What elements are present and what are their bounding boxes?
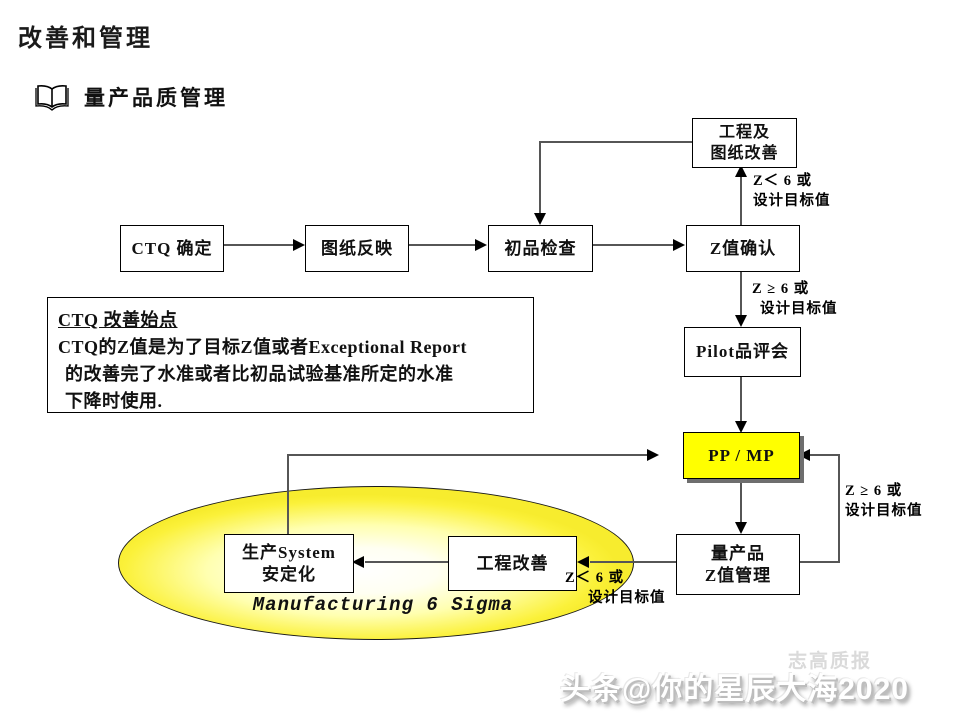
label-line: Z ≥ 6 或	[752, 281, 810, 297]
connector-process-to-system	[365, 561, 448, 563]
note-line: CTQ的Z值是为了目标Z值或者Exceptional Report	[58, 337, 468, 357]
node-label: CTQ 确定	[131, 238, 213, 258]
connector-zconfirm-to-pilot	[740, 270, 742, 316]
label-line: Z＜ 6 或	[753, 173, 813, 189]
connector-massz-to-process	[590, 561, 676, 563]
section-heading: 量产品质管理	[34, 82, 228, 112]
connector-right-loop-bottom	[798, 561, 840, 563]
node-label: 量产品	[711, 543, 765, 563]
connector-zconfirm-up	[740, 177, 742, 225]
label-line: 设计目标值	[760, 301, 838, 317]
label-z-lt6-top: Z＜ 6 或 设计目标值	[753, 171, 831, 211]
label-line: Z＜ 6 或	[565, 570, 625, 586]
node-label: 图纸反映	[321, 238, 393, 258]
arrowhead-right-icon	[647, 449, 659, 461]
node-ctq-confirm: CTQ 确定	[120, 225, 224, 272]
node-label: Z值确认	[709, 238, 777, 258]
label-z-lt6-bottom: Z＜ 6 或 设计目标值	[565, 568, 666, 608]
ellipse-caption: Manufacturing 6 Sigma	[252, 594, 514, 616]
node-label: 图纸改善	[710, 145, 779, 162]
note-line: 的改善完了水准或者比初品试验基准所定的水准	[65, 364, 454, 384]
label-line: Z ≥ 6 或	[845, 483, 903, 499]
label-line: 设计目标值	[845, 503, 923, 519]
node-label: 安定化	[262, 564, 316, 584]
label-line: 设计目标值	[753, 193, 831, 209]
arrowhead-right-icon	[293, 239, 305, 251]
arrowhead-right-icon	[673, 239, 685, 251]
node-engineering-drawing-improve: 工程及 图纸改善	[692, 118, 797, 168]
page-title: 改善和管理	[18, 26, 153, 52]
node-first-article-inspect: 初品检查	[488, 225, 593, 272]
node-label: PP / MP	[708, 445, 775, 465]
arrowhead-down-icon	[735, 421, 747, 433]
arrowhead-up-icon	[735, 165, 747, 177]
node-label: 工程改善	[476, 553, 549, 573]
open-book-icon	[34, 83, 70, 111]
connector-system-loop-h	[287, 454, 648, 456]
faint-watermark: 志高质报	[788, 651, 873, 672]
connector-inspect-to-zconfirm	[591, 244, 674, 246]
node-production-system: 生产System 安定化	[224, 534, 354, 593]
arrowhead-left-icon	[798, 449, 810, 461]
connector-feedback-top-h	[540, 141, 693, 143]
node-z-value-confirm: Z值确认	[686, 225, 800, 272]
arrowhead-left-icon	[577, 556, 589, 568]
arrowhead-right-icon	[475, 239, 487, 251]
node-pp-mp: PP / MP	[683, 432, 800, 479]
arrowhead-down-icon	[735, 315, 747, 327]
connector-system-loop-v	[287, 454, 289, 536]
connector-pilot-to-ppmp	[740, 375, 742, 422]
connector-right-loop-top	[810, 454, 840, 456]
arrowhead-down-icon	[735, 522, 747, 534]
arrowhead-left-icon	[352, 556, 364, 568]
ctq-note-box: CTQ 改善始点 CTQ的Z值是为了目标Z值或者Exceptional Repo…	[47, 297, 534, 413]
node-label: 工程及	[718, 124, 770, 141]
node-label: Pilot品评会	[696, 342, 789, 361]
connector-ctq-to-drawing	[222, 244, 294, 246]
node-process-improve: 工程改善	[448, 536, 577, 591]
node-label: 生产System	[242, 542, 336, 562]
toutiao-watermark: 头条@你的星辰大海2020	[560, 673, 909, 706]
arrowhead-down-icon	[534, 213, 546, 225]
node-label: Z值管理	[704, 565, 772, 585]
label-z-ge6-mid: Z ≥ 6 或 设计目标值	[752, 279, 838, 319]
note-heading: CTQ 改善始点	[58, 310, 178, 330]
connector-feedback-top-v	[539, 141, 541, 213]
section-title: 量产品质管理	[84, 86, 228, 110]
note-line: 下降时使用.	[65, 391, 163, 411]
node-pilot-review: Pilot品评会	[684, 327, 801, 377]
connector-right-loop-v	[838, 454, 840, 563]
connector-drawing-to-inspect	[407, 244, 476, 246]
connector-ppmp-to-massz	[740, 478, 742, 523]
label-line: 设计目标值	[588, 590, 666, 606]
node-drawing-reflect: 图纸反映	[305, 225, 409, 272]
label-z-ge6-right: Z ≥ 6 或 设计目标值	[845, 481, 923, 521]
node-label: 初品检查	[504, 238, 577, 258]
node-mass-production-z: 量产品 Z值管理	[676, 534, 800, 595]
